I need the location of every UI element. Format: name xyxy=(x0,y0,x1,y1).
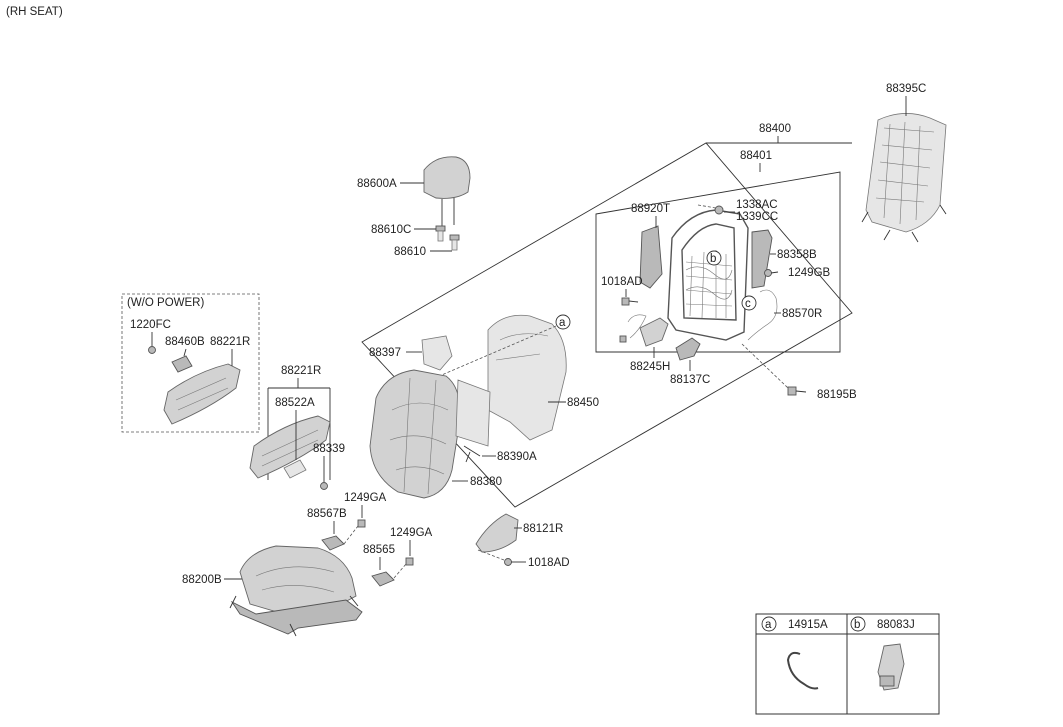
part-1249gb-screw xyxy=(764,269,779,277)
legend-key-b: b xyxy=(850,616,866,632)
part-1018ad-bolt-top xyxy=(621,297,639,306)
label-1220fc: 1220FC xyxy=(130,319,171,331)
label-88395c: 88395C xyxy=(886,83,926,95)
label-88397: 88397 xyxy=(369,347,401,359)
part-88610c-guide xyxy=(435,225,446,242)
part-14915a-wire-hook xyxy=(786,651,819,690)
label-88390a: 88390A xyxy=(497,451,537,463)
part-88221r-wo-shield xyxy=(163,363,241,425)
part-88137c-recliner xyxy=(675,337,701,361)
label-88380: 88380 xyxy=(470,476,502,488)
part-88380-back-cover xyxy=(369,369,461,499)
svg-text:a: a xyxy=(765,619,772,631)
label-88137c: 88137C xyxy=(670,374,710,386)
label-1249gb: 1249GB xyxy=(788,267,831,279)
label-88339: 88339 xyxy=(313,443,345,455)
label-88600a: 88600A xyxy=(357,178,397,190)
part-seat-back-frame xyxy=(667,209,749,341)
part-88610-guide xyxy=(449,234,460,251)
part-88397-cover xyxy=(421,335,453,371)
callout-b: b xyxy=(706,250,722,266)
part-88339-screw xyxy=(320,482,328,490)
legend-part-88083j: 88083J xyxy=(877,619,915,631)
part-1249ga-screw-1 xyxy=(357,519,366,528)
part-88600a-headrest xyxy=(423,156,471,226)
label-88200b: 88200B xyxy=(182,574,222,586)
label-1018ad-bottom: 1018AD xyxy=(528,557,570,569)
label-1249ga-1: 1249GA xyxy=(344,492,387,504)
part-1338ac-nut xyxy=(714,205,724,215)
label-88400: 88400 xyxy=(759,123,791,135)
label-88358b: 88358B xyxy=(777,249,817,261)
svg-text:a: a xyxy=(559,317,566,329)
label-88610: 88610 xyxy=(394,246,426,258)
callout-a: a xyxy=(555,314,571,330)
label-88610c: 88610C xyxy=(371,224,411,236)
label-88565: 88565 xyxy=(363,544,395,556)
label-88221r-wo: 88221R xyxy=(210,336,250,348)
svg-text:b: b xyxy=(854,619,860,631)
label-88567b: 88567B xyxy=(307,508,347,520)
label-88450: 88450 xyxy=(567,397,599,409)
part-88195b-bolt xyxy=(787,386,807,396)
outline-88401 xyxy=(595,171,841,353)
part-88083j-connector xyxy=(877,643,905,691)
label-88570r: 88570R xyxy=(782,308,822,320)
svg-text:b: b xyxy=(710,253,716,265)
part-88570r-wire xyxy=(619,289,778,343)
label-88920t: 88920T xyxy=(631,203,670,215)
label-1018ad-top: 1018AD xyxy=(601,276,643,288)
part-88567b-cover xyxy=(321,535,345,551)
page-title: (RH SEAT) xyxy=(6,6,63,18)
outline-88400 xyxy=(361,142,853,508)
part-88200b-cushion xyxy=(229,545,363,637)
part-88565-cover xyxy=(371,571,395,587)
group-wo-power-box xyxy=(121,293,260,433)
part-1018ad-bolt-bottom xyxy=(504,558,526,566)
part-88390a-panel xyxy=(455,379,491,463)
label-1249ga-2: 1249GA xyxy=(390,527,433,539)
label-88460b: 88460B xyxy=(165,336,205,348)
label-1338ac: 1338AC xyxy=(736,199,778,211)
legend-part-14915a: 14915A xyxy=(788,619,828,631)
group-wo-power-label: (W/O POWER) xyxy=(127,297,204,309)
callout-c: c xyxy=(741,295,757,311)
label-88221r: 88221R xyxy=(281,365,321,377)
label-88195b: 88195B xyxy=(817,389,857,401)
legend-table: a 14915A b 88083J xyxy=(755,613,940,715)
part-88221r-side-shield xyxy=(249,415,331,479)
part-88522a-cover xyxy=(283,459,307,479)
label-1339cc: 1339CC xyxy=(736,211,778,223)
part-88395c-back-board xyxy=(861,113,947,243)
part-88358b-side-trim xyxy=(751,229,773,289)
label-88121r: 88121R xyxy=(523,523,563,535)
part-88450-back-pad xyxy=(487,314,567,441)
svg-text:c: c xyxy=(745,298,751,310)
label-88245h: 88245H xyxy=(630,361,670,373)
legend-key-a: a xyxy=(761,616,777,632)
part-88920t-airbag xyxy=(639,225,663,289)
part-88245h-bracket xyxy=(639,317,669,347)
part-88121r-cover xyxy=(475,513,519,553)
part-1249ga-screw-2 xyxy=(405,557,414,566)
part-88460b-knob xyxy=(171,355,193,373)
label-88522a: 88522A xyxy=(275,397,315,409)
label-88401: 88401 xyxy=(740,150,772,162)
part-1220fc-screw xyxy=(148,346,156,354)
